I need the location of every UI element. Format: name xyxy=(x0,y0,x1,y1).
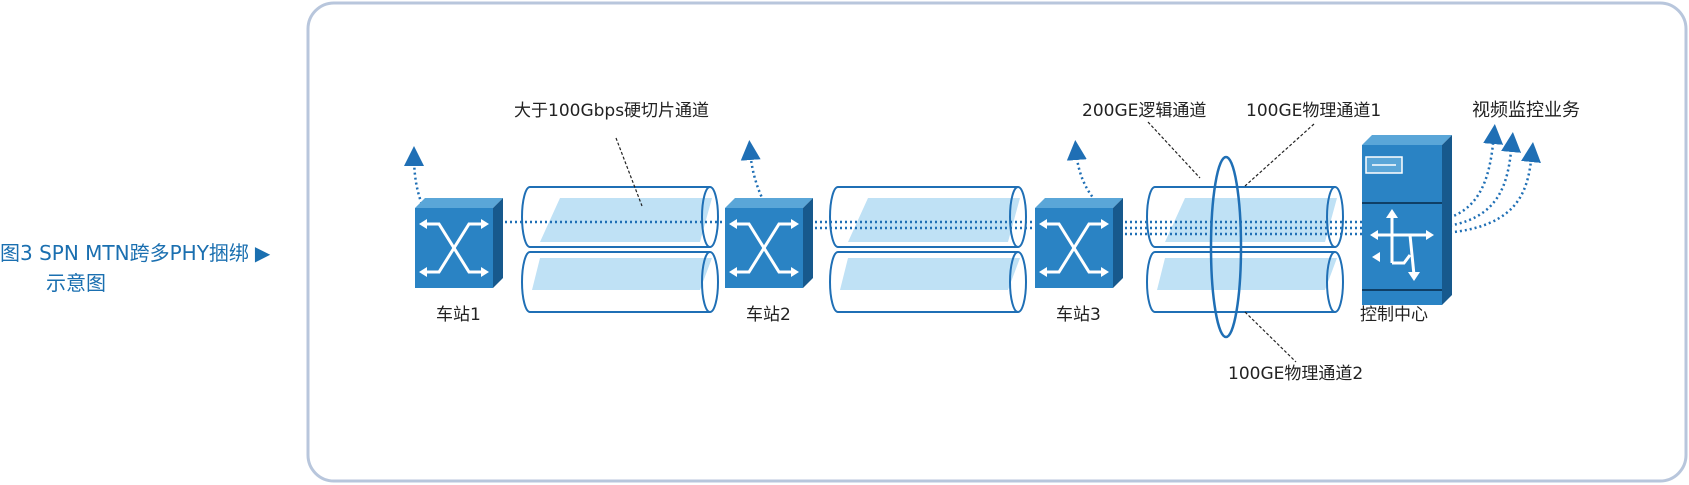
label-video-service: 视频监控业务 xyxy=(1472,100,1580,121)
pipe-segment-3 xyxy=(1146,186,1344,313)
leader-logic xyxy=(1147,121,1201,179)
exit-path-station2 xyxy=(740,140,781,227)
switch-station3 xyxy=(1035,198,1123,288)
caption-line-1: 图3 SPN MTN跨多PHY捆绑 xyxy=(0,241,249,265)
pipe-lower xyxy=(1146,251,1344,313)
label-logic-channel: 200GE逻辑通道 xyxy=(1082,101,1206,121)
pipe-lower xyxy=(829,251,1027,313)
label-station3: 车站3 xyxy=(1056,305,1101,325)
label-slice-channel: 大于100Gbps硬切片通道 xyxy=(514,101,709,121)
leader-lines xyxy=(615,121,1315,363)
leader-phy2 xyxy=(1244,311,1297,363)
caption-line-2: 示意图 xyxy=(46,271,106,295)
leader-phy1 xyxy=(1244,123,1315,187)
pipe-upper xyxy=(829,186,1027,248)
pipe-upper xyxy=(521,186,719,248)
leader-slice xyxy=(615,137,643,207)
exit-path-service-1 xyxy=(1419,124,1504,224)
switch-station2 xyxy=(725,198,813,288)
pipe-lower xyxy=(521,251,719,313)
router-arrows-icon xyxy=(1376,215,1430,276)
pipe-segment-2 xyxy=(829,186,1027,313)
label-station1: 车站1 xyxy=(436,305,481,325)
logic-channel-ring xyxy=(1209,155,1243,339)
pipe-segment-1 xyxy=(521,186,719,313)
caption-arrow-icon: ▶ xyxy=(254,241,271,265)
label-control-center: 控制中心 xyxy=(1360,305,1428,325)
label-phy-channel-2: 100GE物理通道2 xyxy=(1228,364,1363,384)
label-phy-channel-1: 100GE物理通道1 xyxy=(1246,101,1381,121)
figure-caption: 图3 SPN MTN跨多PHY捆绑▶ 示意图 xyxy=(0,238,300,298)
switch-station1 xyxy=(415,198,503,288)
server-control-center xyxy=(1362,135,1452,305)
pipe-upper xyxy=(1146,186,1344,248)
label-station2: 车站2 xyxy=(746,305,791,325)
exit-path-service-2 xyxy=(1419,132,1522,230)
